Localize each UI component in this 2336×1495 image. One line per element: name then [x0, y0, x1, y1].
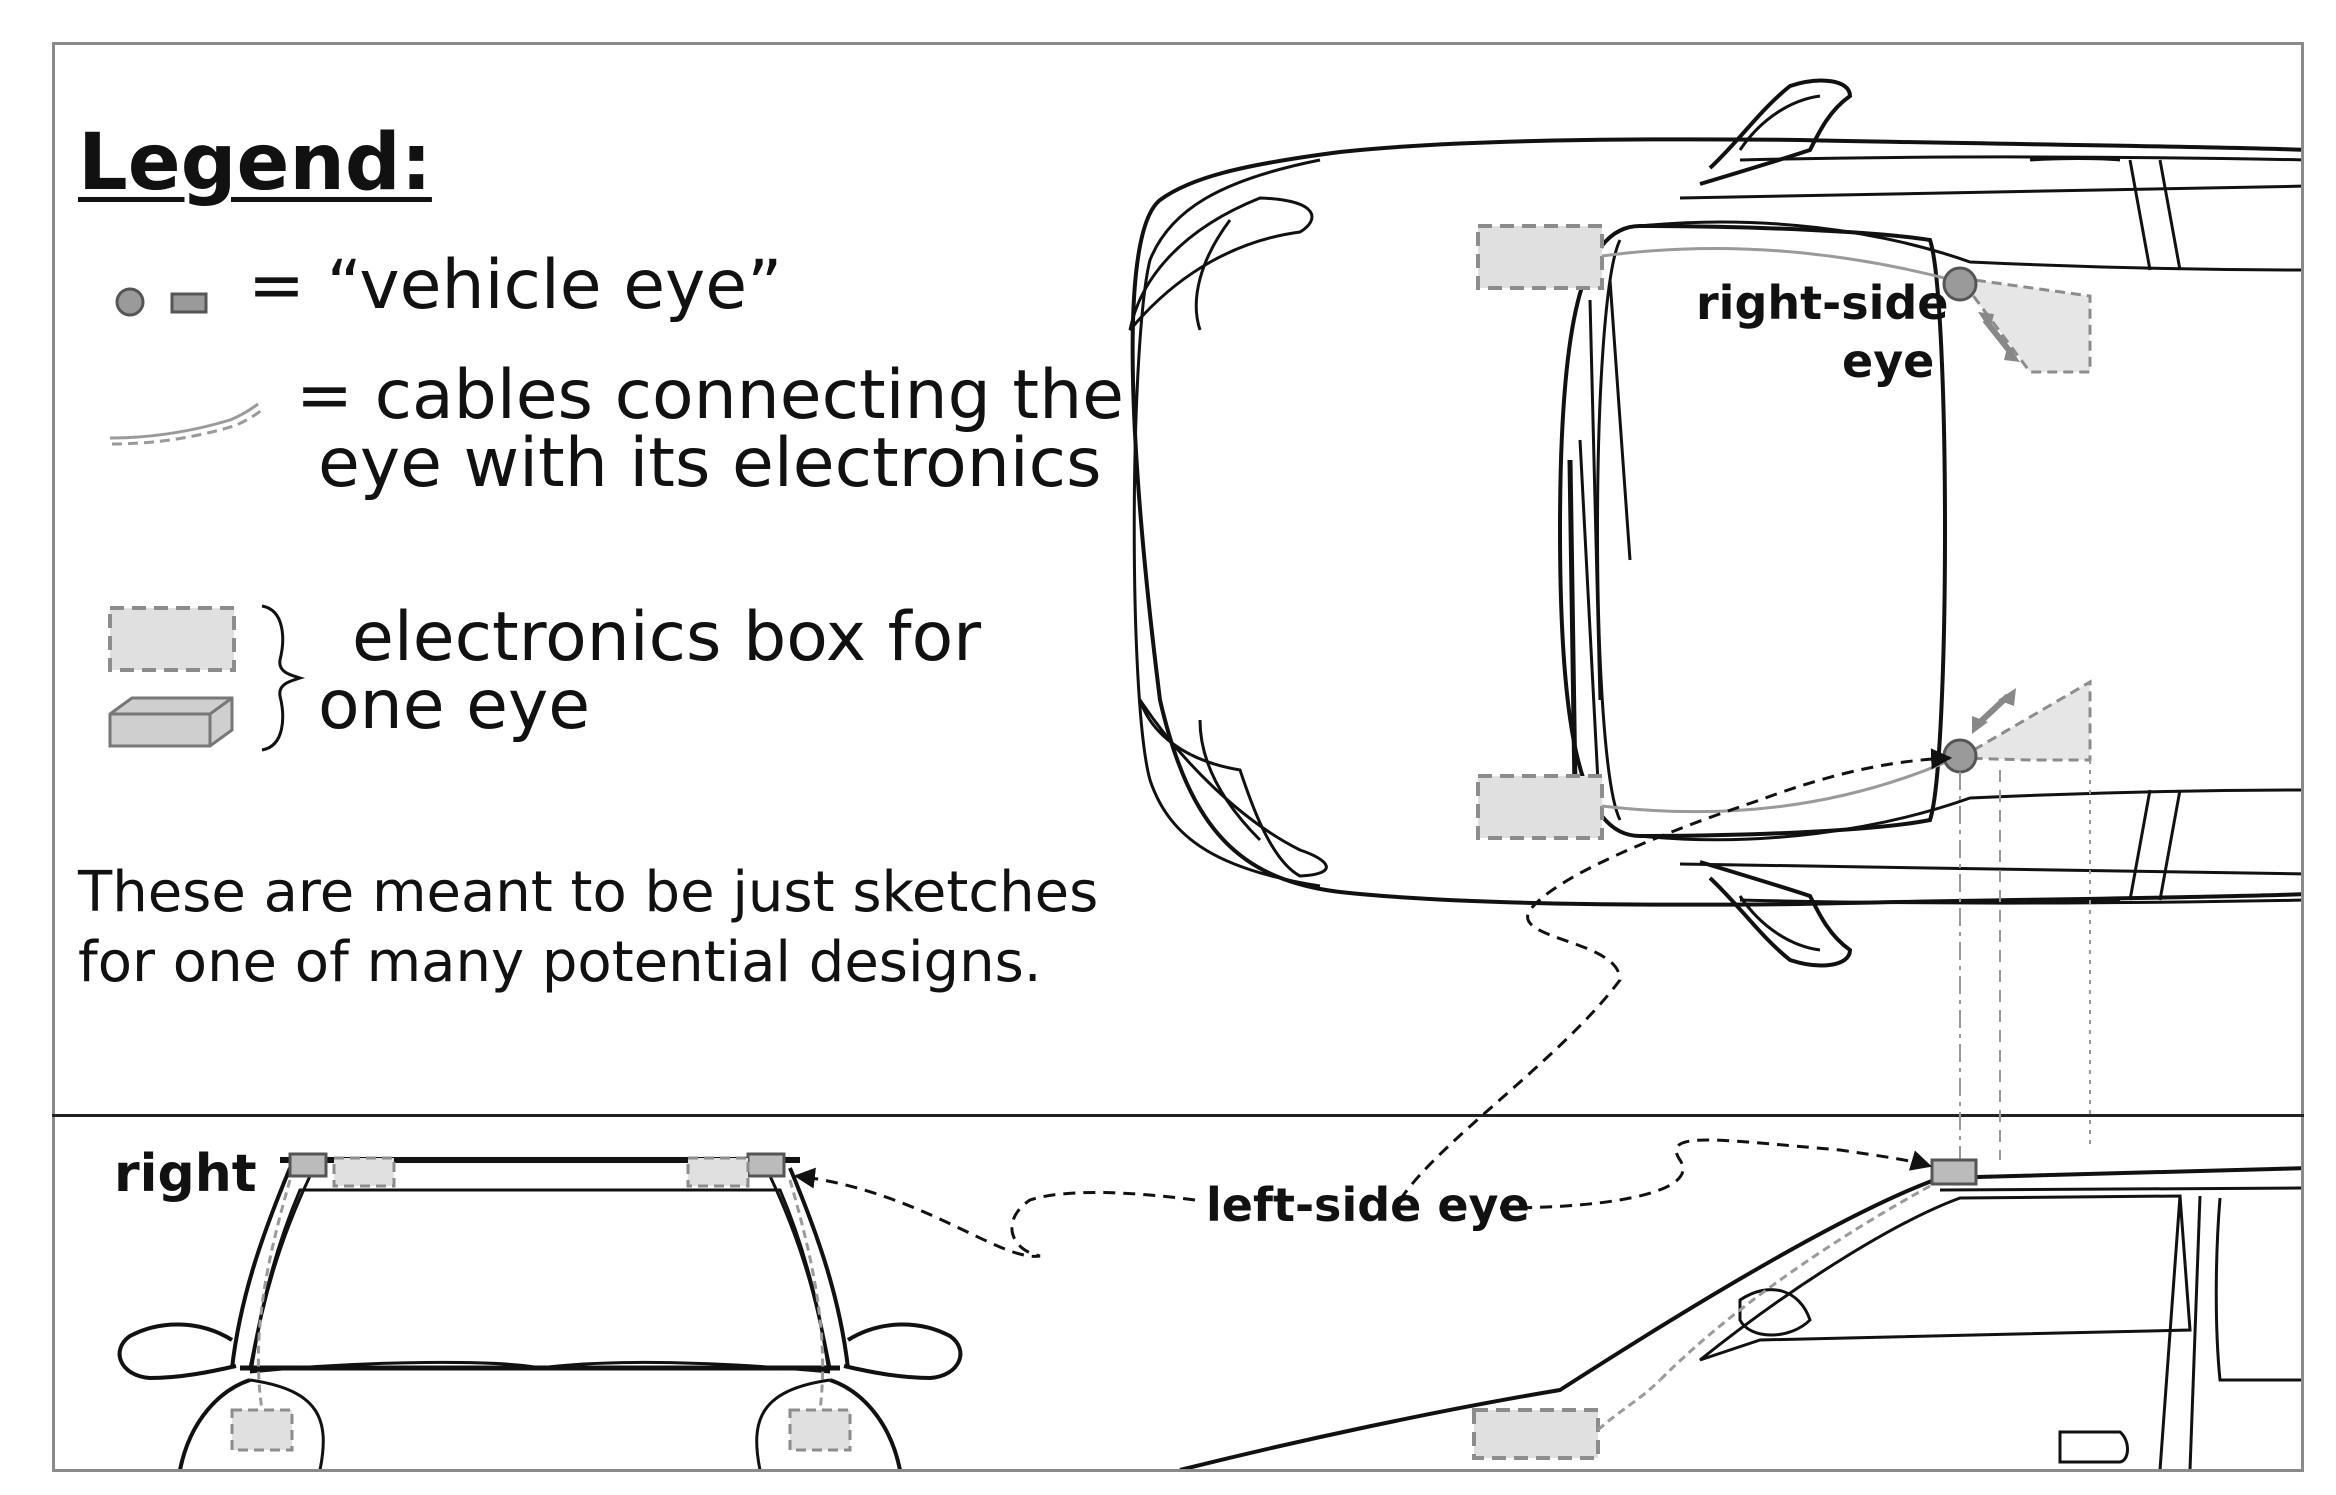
front-view-electronics	[230, 1152, 852, 1452]
legend-cable-icon	[109, 402, 263, 446]
legend-eye-icon	[115, 287, 208, 317]
legend-box-label-line2: one eye	[318, 666, 591, 745]
legend-title: Legend:	[78, 118, 432, 208]
top-view-car	[1128, 78, 2301, 968]
sketch-note-line2: for one of many potential designs.	[78, 930, 1042, 995]
right-side-eye-label-line1: right-side	[1696, 276, 1949, 330]
projection-lines	[1959, 760, 2091, 1160]
left-side-eye-callouts	[793, 748, 1953, 1258]
panel-divider	[52, 1114, 2304, 1117]
legend-cable-label-line1: = cables connecting the	[296, 356, 1125, 435]
sketch-note: These are meant to be just sketches for …	[78, 858, 1098, 998]
legend-box-label-line1: electronics box for	[352, 598, 982, 677]
side-view-car	[1179, 1166, 2301, 1469]
front-view-right-label: right	[114, 1144, 257, 1204]
left-side-eye-label: left-side eye	[1200, 1178, 1536, 1232]
sketch-note-line1: These are meant to be just sketches	[78, 860, 1099, 925]
side-view-electronics	[1472, 1158, 1978, 1460]
front-view-car	[117, 1157, 963, 1469]
top-view-electronics	[1476, 224, 2092, 840]
diagram-frame	[52, 42, 2304, 1472]
legend-cable-label-line2: eye with its electronics	[318, 424, 1102, 503]
legend-box-icon	[108, 604, 306, 752]
legend-eye-label: = “vehicle eye”	[248, 246, 783, 325]
right-side-eye-label-line2: eye	[1842, 334, 1935, 388]
